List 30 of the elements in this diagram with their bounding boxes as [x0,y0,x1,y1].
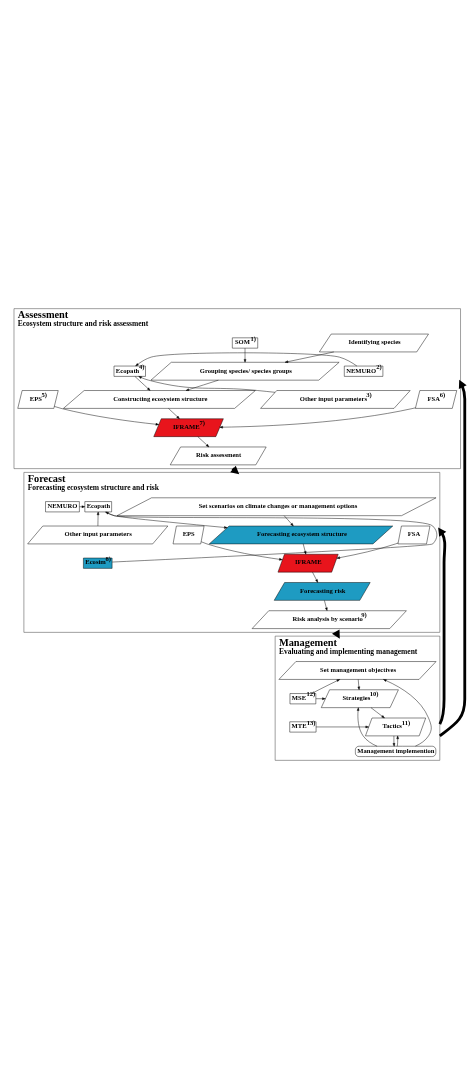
arrow [315,725,369,728]
arrow [219,407,416,428]
arrow [185,379,219,391]
arrow [357,678,361,690]
arrow [54,405,159,425]
arrow [311,678,340,694]
arrow [201,541,283,561]
arrow [315,697,326,700]
arrow [324,599,328,611]
arrow [370,706,385,718]
arrow [356,707,378,746]
arrow [283,514,294,526]
arrow [197,435,210,447]
arrow [243,347,247,362]
arrow [168,407,180,419]
arrow [392,735,396,746]
arrow [105,511,438,562]
arrow [105,511,228,529]
arrow [79,505,85,508]
arrow [135,352,358,366]
arrow [336,542,399,559]
arrow [438,526,447,725]
arrow [302,543,307,554]
arrow [383,678,432,746]
arrow [96,511,100,526]
arrow [284,351,335,363]
arrow [134,375,151,391]
arrow [438,379,467,737]
arrow [396,735,399,746]
arrow [312,571,318,583]
